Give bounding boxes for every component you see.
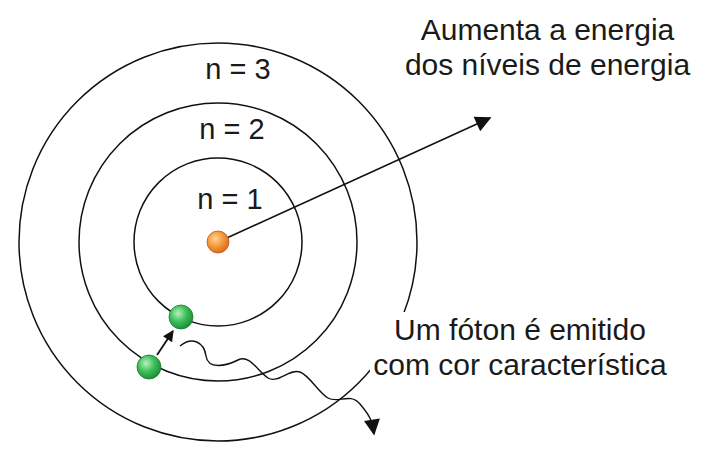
orbit-circle xyxy=(134,158,302,326)
nucleus xyxy=(207,231,229,253)
annotation: Aumenta a energia dos níveis de energia xyxy=(400,12,695,82)
photon-wave xyxy=(180,341,374,434)
electron xyxy=(169,305,193,329)
annotation: Um fóton é emitido com cor característic… xyxy=(370,312,670,382)
level-label: n = 3 xyxy=(205,53,270,86)
energy-level: n = 1 xyxy=(133,157,303,327)
orbit-ring xyxy=(133,157,303,327)
annotation-box: Aumenta a energia dos níveis de energia xyxy=(400,12,695,82)
electron xyxy=(137,355,161,379)
energy-level: n = 3 n = 2 n = 1 xyxy=(18,42,418,442)
annotation-box: Um fóton é emitido com cor característic… xyxy=(370,312,670,382)
transition-arrow xyxy=(157,331,173,355)
level-label: n = 1 xyxy=(197,183,262,216)
orbit-ring xyxy=(18,42,418,442)
level-label: n = 2 xyxy=(199,113,264,146)
orbit-circle xyxy=(79,103,357,381)
orbit-circle xyxy=(19,43,417,441)
energy-level: n = 2 n = 1 xyxy=(78,102,358,382)
